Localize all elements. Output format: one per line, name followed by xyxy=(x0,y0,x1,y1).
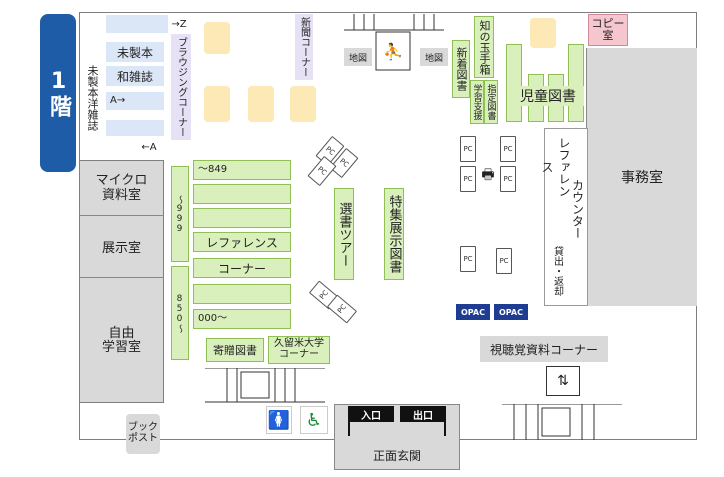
donated-books-shelf: 寄贈図書 xyxy=(206,338,264,362)
stack-000: 000〜 xyxy=(193,309,291,329)
stack-849: 〜849 xyxy=(193,160,291,180)
opac-terminal-2[interactable]: OPAC xyxy=(494,304,528,320)
book-post[interactable]: ブックポスト xyxy=(126,414,160,454)
wheelchair-icon: ♿ xyxy=(300,406,328,434)
lending-label: 貸出・返却 xyxy=(551,246,563,296)
gate-posts xyxy=(348,422,446,436)
children-books-label: 児童図書 xyxy=(512,86,584,106)
av-corner: 視聴覚資料コーナー xyxy=(480,336,608,362)
pc-1[interactable]: PC xyxy=(460,136,476,162)
magazine-shelf-top xyxy=(106,15,168,33)
counter-label: カウンター xyxy=(570,179,585,239)
map-sign-right: 地図 xyxy=(420,48,448,66)
pc-3[interactable]: PC xyxy=(460,166,476,192)
reference-counter-label: レファレンス xyxy=(540,137,571,197)
micro-room: マイクロ資料室 xyxy=(79,162,164,216)
new-books-shelf: 新着図書 xyxy=(452,40,470,98)
selection-tour-shelf: 選書ツアー xyxy=(334,188,354,280)
unbound-shelf: 未製本 xyxy=(106,42,164,62)
stack-850: 850〜 xyxy=(171,266,189,360)
study-support-shelf: 学習支援 xyxy=(470,80,484,124)
pc-6[interactable]: PC xyxy=(496,248,512,274)
stairs-top xyxy=(344,14,444,71)
children-shelf-4 xyxy=(568,44,584,122)
map-sign-left: 地図 xyxy=(344,48,372,66)
designated-books-shelf: 指定図書 xyxy=(484,80,498,124)
toilet-women-icon: 🚺 xyxy=(266,406,292,434)
kurume-corner-shelf: 久留米大学コーナー xyxy=(268,336,330,364)
exhibition-room: 展示室 xyxy=(79,216,164,278)
chi-no-tamatebako-shelf: 知の玉手箱 xyxy=(474,16,494,78)
japanese-magazines-shelf: 和雑誌 xyxy=(106,66,164,86)
left-rooms-column xyxy=(79,160,164,403)
pc-4[interactable]: PC xyxy=(500,166,516,192)
children-seat-1 xyxy=(530,18,556,48)
reference-shelf: レファレンス xyxy=(193,232,291,252)
stairs-icon: ⛹ xyxy=(383,41,403,61)
browsing-corner: ブラウジングコーナー xyxy=(171,34,191,140)
magazine-shelf-bottom xyxy=(106,120,164,136)
stack-row-2 xyxy=(193,184,291,204)
entry-gate[interactable]: 入口 xyxy=(348,406,394,422)
stack-999: 〜999 xyxy=(171,166,189,262)
children-shelf-1 xyxy=(506,44,522,122)
magazine-shelf-a: A→ xyxy=(106,92,164,110)
browsing-seat-2 xyxy=(204,86,230,122)
browsing-seat-3 xyxy=(248,86,274,122)
stairs-bottom-right xyxy=(502,404,622,440)
browsing-seat-1 xyxy=(204,22,230,54)
copy-room: コピー室 xyxy=(588,14,628,46)
arrow-a-label: ←A xyxy=(141,141,157,153)
stack-row-3 xyxy=(193,208,291,228)
browsing-seat-4 xyxy=(290,86,316,122)
office-room: 事務室 xyxy=(586,48,697,306)
exit-gate[interactable]: 出口 xyxy=(400,406,446,422)
pc-5[interactable]: PC xyxy=(460,246,476,272)
entrance-label: 正面玄関 xyxy=(372,448,421,463)
stack-row-6 xyxy=(193,284,291,304)
pc-2[interactable]: PC xyxy=(500,136,516,162)
printer-icon: 🖶 xyxy=(481,167,495,183)
floor-badge: 1階 xyxy=(40,14,76,172)
unbound-western-magazines: 未製本洋雑誌 xyxy=(86,65,99,131)
special-exhibit-shelf: 特集展示図書 xyxy=(384,188,404,280)
reference-counter xyxy=(544,128,588,306)
floor-label: 1階 xyxy=(46,68,71,118)
corner-shelf: コーナー xyxy=(193,258,291,278)
opac-terminal-1[interactable]: OPAC xyxy=(456,304,490,320)
stairs-bottom-left xyxy=(205,368,325,403)
elevator-icon: ⇅ xyxy=(546,366,580,396)
newspaper-corner: 新聞コーナー xyxy=(295,14,313,80)
arrow-z-label: →Z xyxy=(171,18,187,30)
study-room: 自由学習室 xyxy=(101,325,141,355)
